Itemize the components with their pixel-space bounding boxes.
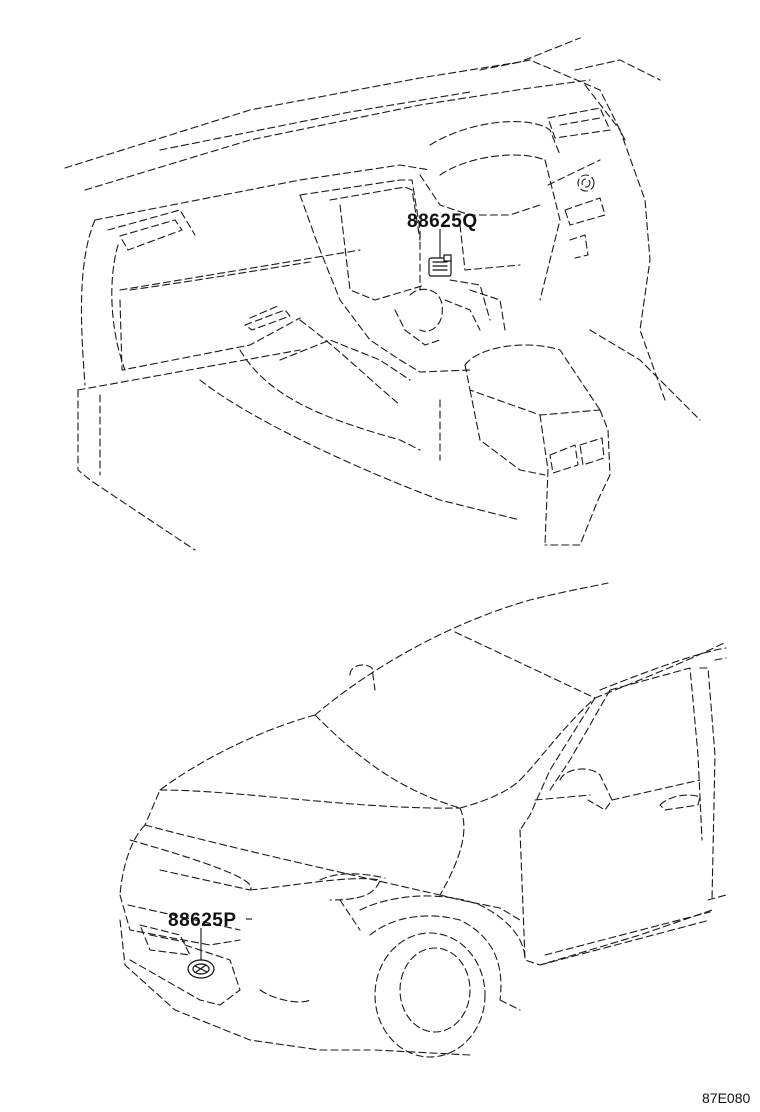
callout-88625Q: 88625Q <box>407 211 478 232</box>
part-88625Q-icon <box>428 254 452 277</box>
part-88625P-icon <box>187 959 215 979</box>
dashboard-interior-illustration <box>64 37 701 551</box>
illustration-code: 87E080 <box>702 1090 750 1106</box>
vehicle-front-illustration <box>119 582 727 1058</box>
callout-88625P: 88625P <box>168 910 237 931</box>
